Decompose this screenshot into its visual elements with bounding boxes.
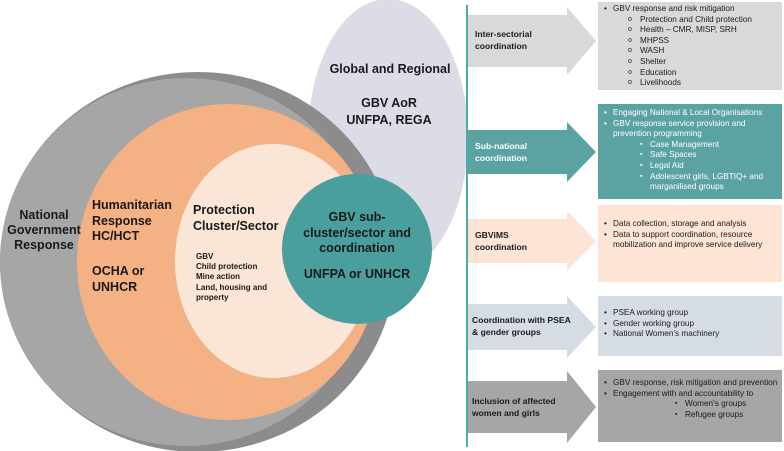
protection-items: GBV Child protection Mine action Land, h… <box>196 252 280 303</box>
box-sub-national: Engaging National & Local Organisations … <box>598 104 782 199</box>
box-list: GBV response and risk mitigation Protect… <box>602 4 778 89</box>
list-item: PSEA working group <box>602 308 778 319</box>
list-item: Data to support coordination, resource m… <box>602 230 778 251</box>
gbv-title: GBV sub-cluster/sector and coordination <box>303 210 411 255</box>
global-title: Global and Regional <box>329 62 451 76</box>
global-lead: GBV AoR UNFPA, REGA <box>346 96 432 127</box>
protection-title: Protection Cluster/Sector <box>193 203 279 233</box>
arrow-sub-national <box>468 122 596 182</box>
list-item: Protection and Child protection <box>602 15 778 26</box>
box-list: GBV response, risk mitigation and preven… <box>602 378 778 420</box>
protection-item: Land, housing and property <box>196 282 268 302</box>
list-item: Health – CMR, MISP, SRH <box>602 25 778 36</box>
list-item: Education <box>602 68 778 79</box>
arrow-psea <box>468 296 596 358</box>
list-item: Shelter <box>602 57 778 68</box>
gbv-lead: UNFPA or UNHCR <box>303 267 411 281</box>
list-item: Case Management <box>602 140 778 151</box>
arrow-gbvims <box>468 211 596 271</box>
arrow-label-inter-sectorial: Inter-sectorial coordination <box>475 29 532 51</box>
list-item: GBV response and risk mitigation <box>602 4 778 15</box>
list-item: Engaging National & Local Organisations <box>602 108 778 119</box>
box-list: Engaging National & Local Organisations … <box>602 108 778 193</box>
humanitarian-title: Humanitarian Response HC/HCT <box>92 198 172 243</box>
list-item: Women’s groups <box>602 399 778 410</box>
arrow-label-gbvims: GBViMS coordination <box>475 230 528 252</box>
humanitarian-lead: OCHA or UNHCR <box>92 264 145 294</box>
list-item: MHPSS <box>602 36 778 47</box>
list-item: WASH <box>602 46 778 57</box>
list-item: Adolescent girls, LGBTIQ+ and marganilis… <box>602 172 778 193</box>
box-list: PSEA working group Gender working group … <box>602 308 778 340</box>
arrow-label-psea: Coordination with PSEA & gender groups <box>472 315 571 337</box>
gbv-subcluster-circle <box>282 174 432 324</box>
list-item: Data collection, storage and analysis <box>602 219 778 230</box>
protection-item: Child protection <box>196 262 258 272</box>
list-item: GBV response, risk mitigation and preven… <box>602 378 778 389</box>
arrow-label-sub-national: Sub-national coordination <box>475 141 528 163</box>
box-gbvims: Data collection, storage and analysis Da… <box>598 205 782 282</box>
list-item: Livelihoods <box>602 78 778 89</box>
list-item: Legal Aid <box>602 161 778 172</box>
arrow-label-inclusion: Inclusion of affected women and girls <box>472 396 556 418</box>
list-item: Gender working group <box>602 319 778 330</box>
list-item: Engagement with and accountability to <box>602 389 778 400</box>
national-label: National Government Response <box>7 208 81 252</box>
box-list: Data collection, storage and analysis Da… <box>602 219 778 251</box>
arrow-inclusion <box>468 371 596 443</box>
list-item: Safe Spaces <box>602 150 778 161</box>
box-psea: PSEA working group Gender working group … <box>598 296 782 356</box>
protection-item: GBV <box>196 252 214 261</box>
protection-item: Mine action <box>196 272 241 282</box>
box-inter-sectorial: GBV response and risk mitigation Protect… <box>598 2 782 90</box>
arrow-inter-sectorial <box>468 7 596 75</box>
box-inclusion: GBV response, risk mitigation and preven… <box>598 370 782 442</box>
list-item: Refugee groups <box>602 410 778 421</box>
list-item: National Women’s machinery <box>602 329 778 340</box>
list-item: GBV response service provision and preve… <box>602 119 778 140</box>
